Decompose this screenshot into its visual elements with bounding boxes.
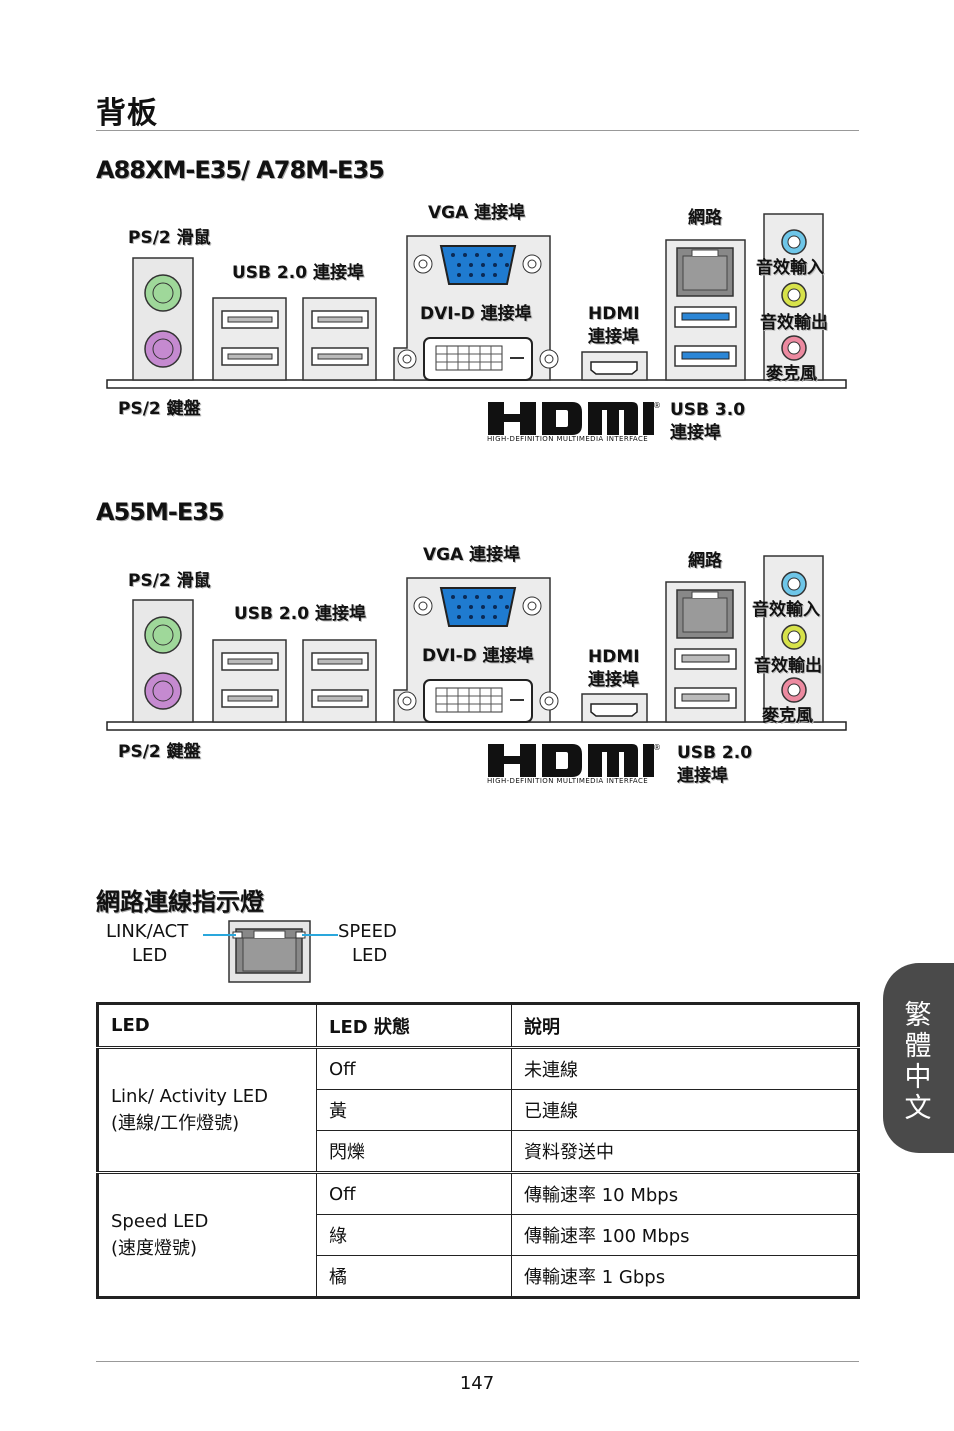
hdmi-logo-caption-2: HIGH-DEFINITION MULTIMEDIA INTERFACE [487,777,649,785]
label-usb20-rear-2: 連接埠 [677,766,728,786]
led-section-heading: 網路連線指示燈 [96,888,264,916]
label-hdmi-2-2: 連接埠 [588,670,639,690]
vga-port [439,245,517,285]
table-row: Link/ Activity LED (連線/工作燈號) Off 未連線 [97,1046,859,1173]
io-panel-illustration-1 [106,213,847,435]
io-panel-illustration-2 [106,555,847,777]
label-ps2-keyboard: PS/2 鍵盤 [118,399,201,419]
label-usb20: USB 2.0 連接埠 [232,263,364,283]
group-name-speed: Speed LED (速度燈號) [97,1171,317,1298]
label-dvi: DVI-D 連接埠 [420,304,532,324]
cell-status: Off [316,1046,512,1090]
label-vga: VGA 連接埠 [428,203,526,223]
cell-description: 傳輸速率 1 Gbps [511,1255,859,1298]
page-title: 背板 [96,96,158,131]
language-side-tab-label: 繁體中文 [904,1000,932,1124]
group-name-link: Link/ Activity LED (連線/工作燈號) [97,1046,317,1173]
hdmi-port [590,361,638,375]
hdmi-logo-caption: HIGH-DEFINITION MULTIMEDIA INTERFACE [487,435,649,443]
cell-description: 未連線 [511,1046,859,1090]
table-header-row: LED LED 狀態 說明 [97,1003,859,1048]
table-row: Speed LED (速度燈號) Off 傳輸速率 10 Mbps [97,1171,859,1298]
label-ps2-keyboard-2: PS/2 鍵盤 [118,742,201,762]
label-dvi-2: DVI-D 連接埠 [422,646,534,666]
footer-divider [96,1361,859,1362]
group-name-line1: Link/ Activity LED [111,1086,268,1107]
table-row: 閃爍 資料發送中 [98,1130,859,1173]
label-usb30-2: 連接埠 [670,423,721,443]
label-mic-2: 麥克風 [762,706,813,726]
label-ps2-mouse: PS/2 滑鼠 [128,228,211,248]
label-lan: 網路 [688,208,722,228]
header-description: 說明 [511,1003,859,1048]
cell-status: 綠 [316,1214,512,1256]
cell-status: Off [316,1171,512,1215]
hdmi-logo [488,402,654,435]
registered-mark-2: ® [653,743,661,752]
language-side-tab [883,963,954,1153]
label-speed-1: SPEED [338,921,397,942]
group-name-line1: Speed LED [111,1211,209,1232]
label-ps2-mouse-2: PS/2 滑鼠 [128,571,211,591]
section2-io-panel: HIGH-DEFINITION MULTIMEDIA INTERFACE ® [0,542,954,802]
cell-status: 閃爍 [316,1130,512,1173]
label-link-act-2: LED [132,945,168,966]
cell-description: 資料發送中 [511,1130,859,1173]
page-number: 147 [459,1373,495,1394]
speed-led [295,931,306,939]
table-row: 橘 傳輸速率 1 Gbps [98,1255,859,1298]
group-name-line2: (連線/工作燈號) [111,1113,240,1134]
section1-heading: A88XM-E35/ A78M-E35 [96,156,385,184]
label-hdmi-1-2: HDMI [588,647,640,667]
cell-status: 橘 [316,1255,512,1298]
label-usb20-rear-1: USB 2.0 [677,743,753,763]
section2-heading: A55M-E35 [96,498,225,526]
label-speed-2: LED [352,945,388,966]
ps2-keyboard-port [144,330,182,368]
label-audio-out-2: 音效輸出 [754,656,822,676]
label-usb30-1: USB 3.0 [670,400,746,420]
table-row: 黃 已連線 [98,1089,859,1131]
ps2-mouse-port [144,274,182,312]
header-led-status: LED 狀態 [316,1003,512,1048]
header-led: LED [97,1003,317,1048]
label-hdmi-2: 連接埠 [588,327,639,347]
label-audio-out: 音效輸出 [760,313,828,333]
link-act-led [232,931,243,939]
section1-io-panel: HIGH-DEFINITION MULTIMEDIA INTERFACE ® [0,200,954,460]
label-mic: 麥克風 [766,364,817,384]
cell-status: 黃 [316,1089,512,1131]
label-vga-2: VGA 連接埠 [423,545,521,565]
cell-description: 傳輸速率 10 Mbps [511,1171,859,1215]
table-row: 綠 傳輸速率 100 Mbps [98,1214,859,1256]
label-lan-2: 網路 [688,551,722,571]
label-hdmi-1: HDMI [588,304,640,324]
label-link-act-1: LINK/ACT [106,921,189,942]
cell-description: 傳輸速率 100 Mbps [511,1214,859,1256]
cell-description: 已連線 [511,1089,859,1131]
led-table: LED LED 狀態 說明 Link/ Activity LED (連線/工作燈… [96,1002,860,1299]
registered-mark: ® [653,401,661,410]
label-audio-in-2: 音效輸入 [752,600,820,620]
group-name-line2: (速度燈號) [111,1238,198,1259]
label-audio-in: 音效輸入 [756,258,824,278]
label-usb20-2: USB 2.0 連接埠 [234,604,366,624]
title-divider [96,130,859,131]
